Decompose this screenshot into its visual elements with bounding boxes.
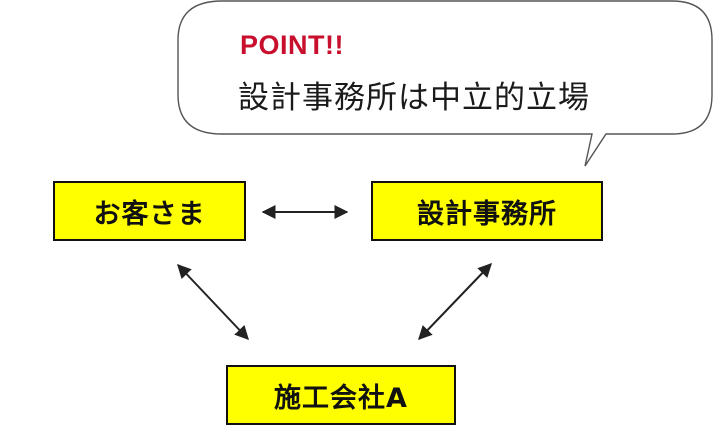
arrow-customer-builder [177, 263, 249, 341]
node-customer: お客さま [53, 181, 246, 241]
callout-text: 設計事務所は中立的立場 [238, 80, 590, 116]
node-contractor: 施工会社A [226, 365, 456, 425]
arrow-office-builder [418, 262, 492, 341]
speech-bubble [177, 0, 713, 167]
callout-title: POINT!! [240, 30, 344, 60]
node-design-office: 設計事務所 [371, 181, 603, 241]
